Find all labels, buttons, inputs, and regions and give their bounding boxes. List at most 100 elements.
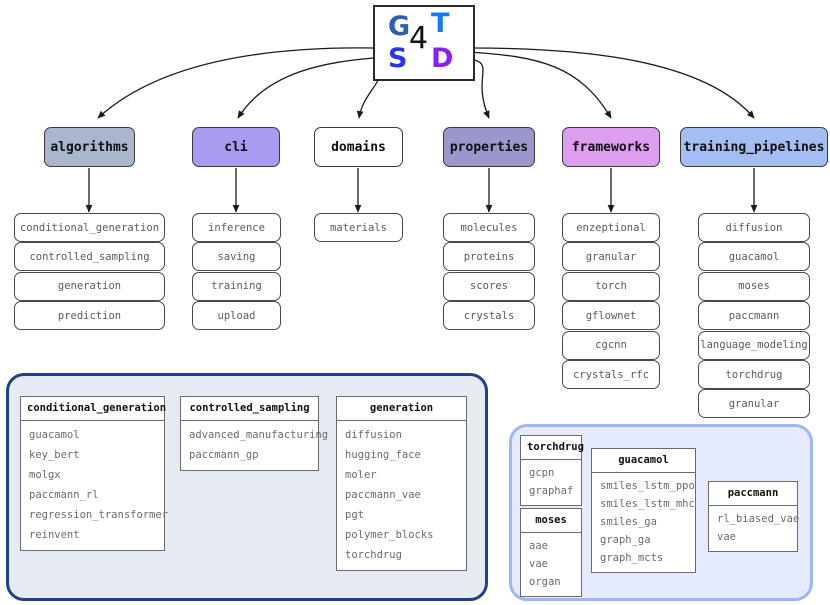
- group-item-pgt[interactable]: pgt: [345, 509, 364, 521]
- group-item-guacamol[interactable]: guacamol: [29, 429, 80, 441]
- leaf-label: saving: [217, 250, 256, 263]
- group-item-vae[interactable]: vae: [717, 531, 736, 543]
- module-box-training-pipelines[interactable]: training_pipelines: [680, 127, 828, 167]
- group-controlled-sampling[interactable]: controlled_sampling advanced_manufacturin…: [180, 396, 329, 471]
- leaf-label: guacamol: [728, 250, 780, 263]
- leaf-label: training: [211, 280, 262, 293]
- leaf-label: paccmann: [728, 309, 780, 322]
- leaf-box-scores[interactable]: scores: [443, 271, 535, 301]
- group-item-graphaf[interactable]: graphaf: [529, 485, 574, 497]
- logo-letter-4: 4: [409, 21, 429, 56]
- group-item-reinvent[interactable]: reinvent: [29, 529, 80, 541]
- group-item-torchdrug[interactable]: torchdrug: [345, 549, 402, 561]
- leaf-box-generation[interactable]: generation: [14, 271, 165, 301]
- logo-letters: G T 4 S D: [375, 7, 473, 79]
- leaf-box-paccmann[interactable]: paccmann: [698, 301, 810, 331]
- gt4sd-logo: G T 4 S D: [373, 5, 475, 81]
- group-item-diffusion[interactable]: diffusion: [345, 429, 402, 441]
- group-item-graph-ga[interactable]: graph_ga: [600, 534, 651, 546]
- group-item-key-bert[interactable]: key_bert: [29, 449, 80, 461]
- group-item-gcpn[interactable]: gcpn: [529, 467, 555, 479]
- module-box-algorithms[interactable]: algorithms: [44, 127, 135, 167]
- group-item-vae[interactable]: vae: [529, 558, 548, 570]
- group-title: controlled_sampling: [181, 397, 318, 421]
- leaf-box-torchdrug[interactable]: torchdrug: [698, 360, 810, 389]
- group-item-smiles-lstm-mhc[interactable]: smiles_lstm_mhc: [600, 498, 695, 510]
- group-item-graph-mcts[interactable]: graph_mcts: [600, 552, 664, 564]
- leaf-box-crystals-rfc[interactable]: crystals_rfc: [562, 360, 660, 389]
- leaf-label: molecules: [460, 221, 518, 234]
- leaf-box-language-modeling[interactable]: language_modeling: [698, 330, 810, 360]
- leaf-box-saving[interactable]: saving: [192, 242, 281, 272]
- leaf-label: controlled_sampling: [29, 250, 150, 263]
- leaf-box-prediction[interactable]: prediction: [14, 301, 165, 331]
- module-label: cli: [224, 139, 248, 155]
- group-item-molgx[interactable]: molgx: [29, 469, 61, 481]
- group-item-hugging-face[interactable]: hugging_face: [345, 449, 421, 461]
- group-item-paccmann-vae[interactable]: paccmann_vae: [345, 489, 421, 501]
- leaf-label: language_modeling: [700, 339, 808, 352]
- leaf-box-enzeptional[interactable]: enzeptional: [562, 213, 660, 242]
- group-title: paccmann: [709, 482, 797, 506]
- group-item-smiles-ga[interactable]: smiles_ga: [600, 516, 657, 528]
- group-torchdrug[interactable]: torchdrug gcpn graphaf: [520, 435, 584, 506]
- leaf-label: inference: [208, 221, 265, 234]
- leaf-box-materials[interactable]: materials: [314, 213, 403, 242]
- leaf-box-moses[interactable]: moses: [698, 271, 810, 301]
- leaf-label: cgcnn: [595, 339, 627, 352]
- leaf-box-gflownet[interactable]: gflownet: [562, 301, 660, 331]
- module-label: properties: [449, 139, 529, 155]
- leaf-box-proteins[interactable]: proteins: [443, 242, 535, 272]
- leaf-box-granular[interactable]: granular: [562, 242, 660, 272]
- group-item-aae[interactable]: aae: [529, 540, 548, 552]
- group-item-moler[interactable]: moler: [345, 469, 377, 481]
- leaf-box-crystals[interactable]: crystals: [443, 301, 535, 331]
- leaf-box-cgcnn[interactable]: cgcnn: [562, 330, 660, 360]
- leaf-box-inference[interactable]: inference: [192, 213, 281, 242]
- leaf-label: proteins: [463, 250, 515, 263]
- leaf-box-torch[interactable]: torch: [562, 271, 660, 301]
- module-box-cli[interactable]: cli: [192, 127, 280, 167]
- leaf-box-granular[interactable]: granular: [698, 389, 810, 419]
- logo-letter-t: T: [431, 8, 450, 39]
- group-body: aae vae organ: [521, 533, 581, 596]
- module-label: frameworks: [571, 139, 651, 155]
- group-item-advanced-manufacturing[interactable]: advanced_manufacturing: [189, 429, 329, 441]
- module-box-domains[interactable]: domains: [314, 127, 403, 167]
- group-title: torchdrug: [521, 436, 584, 460]
- group-item-paccmann-rl[interactable]: paccmann_rl: [29, 489, 99, 501]
- leaf-box-upload[interactable]: upload: [192, 301, 281, 331]
- group-item-polymer-blocks[interactable]: polymer_blocks: [345, 529, 434, 541]
- leaf-box-molecules[interactable]: molecules: [443, 213, 535, 242]
- leaf-box-training[interactable]: training: [192, 271, 281, 301]
- group-item-paccmann-gp[interactable]: paccmann_gp: [189, 449, 259, 461]
- leaf-label: upload: [217, 309, 256, 322]
- leaf-box-guacamol[interactable]: guacamol: [698, 242, 810, 272]
- group-item-rl-biased-vae[interactable]: rl_biased_vae: [717, 513, 800, 525]
- leaf-label: torch: [595, 280, 627, 293]
- leaf-box-conditional-generation[interactable]: conditional_generation: [14, 213, 165, 242]
- leaf-box-diffusion[interactable]: diffusion: [698, 213, 810, 242]
- logo-letter-s: S: [388, 43, 408, 74]
- group-body: gcpn graphaf: [521, 460, 581, 505]
- group-item-organ[interactable]: organ: [529, 576, 561, 588]
- group-item-regression-transformer[interactable]: regression_transformer: [29, 509, 169, 521]
- leaf-label: torchdrug: [725, 368, 783, 381]
- module-box-properties[interactable]: properties: [443, 127, 535, 167]
- leaf-label: crystals_rfc: [573, 368, 649, 381]
- module-box-frameworks[interactable]: frameworks: [562, 127, 660, 167]
- module-label: training_pipelines: [683, 139, 825, 155]
- logo-letter-d: D: [431, 43, 454, 74]
- group-item-smiles-lstm-ppo[interactable]: smiles_lstm_ppo: [600, 480, 695, 492]
- leaf-label: granular: [728, 397, 780, 410]
- leaf-label: moses: [738, 280, 770, 293]
- leaf-box-controlled-sampling[interactable]: controlled_sampling: [14, 242, 165, 272]
